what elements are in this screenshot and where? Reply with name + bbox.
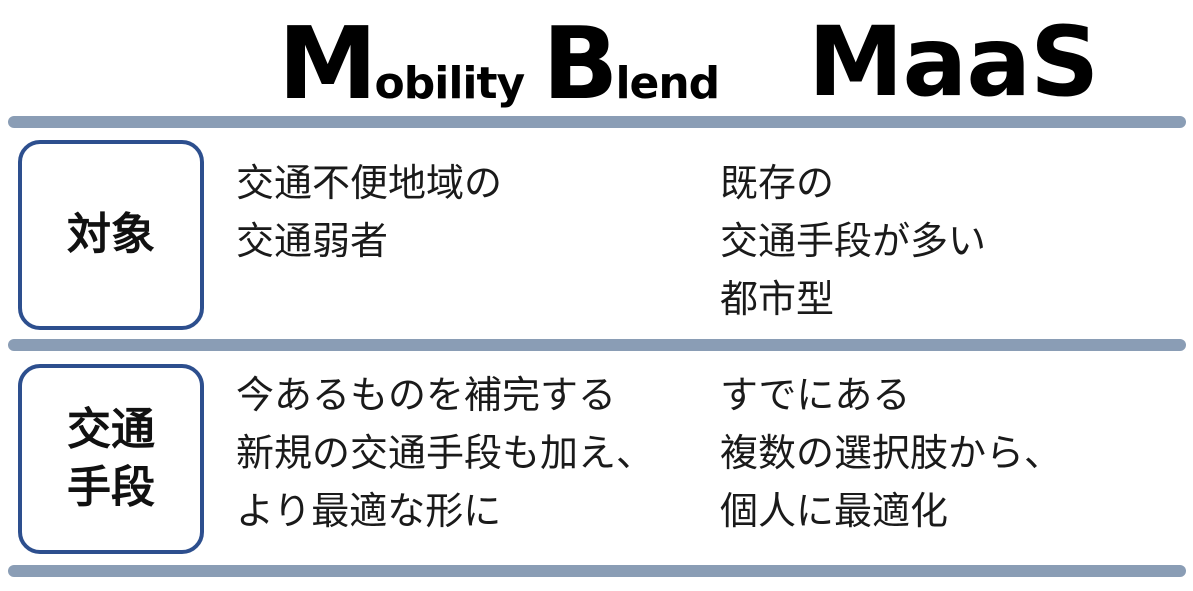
maas-heading: MaaS xyxy=(808,6,1099,118)
cell-line: 交通不便地域の xyxy=(236,161,503,205)
cell-line: 複数の選択肢から、 xyxy=(720,431,1063,475)
cell-line: 今あるものを補完する xyxy=(236,373,617,417)
cell-line: より最適な形に xyxy=(236,489,502,533)
divider-top xyxy=(8,116,1186,128)
mobility-blend-heading-b: B xyxy=(542,5,618,122)
maas-transport-cell: すでにある 複数の選択肢から、 個人に最適化 xyxy=(720,366,1062,540)
cell-line: 新規の交通手段も加え、 xyxy=(236,431,655,475)
maas-target-cell: 既存の 交通手段が多い 都市型 xyxy=(720,154,986,328)
mobility-blend-heading-obility: obility xyxy=(374,58,526,109)
row-label-target: 対象 xyxy=(18,140,204,330)
cell-line: すでにある xyxy=(720,373,911,417)
cell-line: 交通弱者 xyxy=(236,219,389,263)
divider-middle xyxy=(8,339,1186,351)
row-label-line: 交通 xyxy=(67,404,155,455)
divider-bottom xyxy=(8,565,1186,577)
cell-line: 交通手段が多い xyxy=(720,219,987,263)
mobility-blend-heading-m: M xyxy=(278,5,378,122)
mobility-blend-transport-cell: 今あるものを補完する 新規の交通手段も加え、 より最適な形に xyxy=(236,366,654,540)
mobility-blend-heading-lend: lend xyxy=(615,58,720,109)
row-label-line: 対象 xyxy=(67,209,155,260)
cell-line: 都市型 xyxy=(720,277,835,321)
cell-line: 個人に最適化 xyxy=(720,489,949,533)
row-label-line: 手段 xyxy=(67,462,155,513)
row-label-transport: 交通 手段 xyxy=(18,364,204,554)
cell-line: 既存の xyxy=(720,161,835,205)
mobility-blend-target-cell: 交通不便地域の 交通弱者 xyxy=(236,154,502,270)
